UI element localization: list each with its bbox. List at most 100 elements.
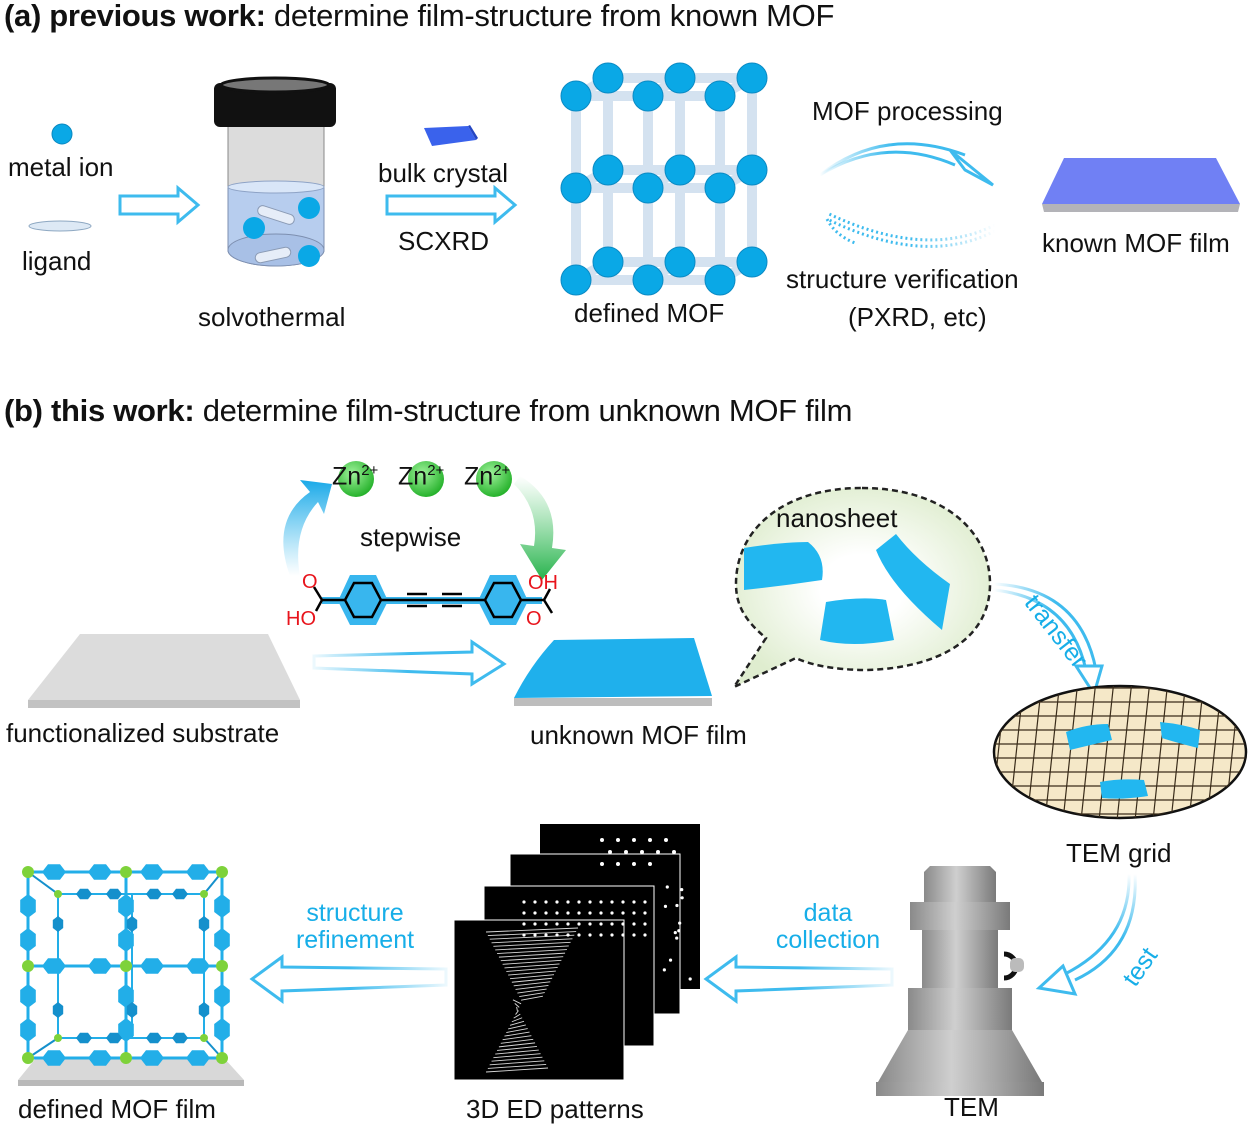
verification-dotted-arrow-icon [823, 211, 996, 248]
ed-spot [544, 911, 548, 915]
unknown-mof-film-icon [514, 638, 712, 706]
carbonyl-o-right: O [526, 608, 542, 630]
zn-symbol: Zn [332, 462, 362, 491]
linker-hexagon [198, 916, 210, 932]
ed-spot [672, 850, 676, 854]
ed-spot [577, 911, 581, 915]
structure-refinement-line-1: structure [306, 899, 404, 927]
mof-processing-label: MOF processing [812, 96, 1003, 126]
ed-streak [506, 967, 558, 972]
ed-streak [487, 1063, 547, 1069]
ed-spot [610, 911, 614, 915]
linker-hexagon [214, 984, 230, 1008]
ed-spot [599, 933, 603, 937]
ed-streak [485, 1067, 549, 1073]
carbonyl-o-left: O [302, 571, 318, 593]
linker-hexagon [140, 958, 164, 974]
ed-spot [544, 933, 548, 937]
lattice-node [704, 172, 736, 204]
zn-node [22, 866, 34, 878]
grid-line [1115, 686, 1133, 818]
lattice-node [632, 264, 664, 296]
structure-refinement-line-2: refinement [295, 926, 415, 954]
grid-line [1097, 686, 1115, 818]
ed-streak [485, 927, 579, 933]
metal-ion-icon [51, 123, 73, 145]
nanosheet-label: nanosheet [776, 503, 898, 533]
ed-spot [640, 850, 644, 854]
ed-streak [495, 1049, 539, 1055]
lattice-node [592, 154, 624, 186]
tem-grid-label: TEM grid [1066, 838, 1172, 868]
ed-spot [522, 900, 526, 904]
ed-streak [504, 963, 560, 969]
ed-streak [493, 1053, 541, 1059]
zn-symbol: Zn [398, 462, 428, 491]
panel-a-heading-text: determine film-structure from known MOF [265, 0, 835, 33]
ed-streak [513, 981, 551, 987]
ed-spot [664, 838, 668, 842]
zn-charge: 2+ [427, 462, 445, 479]
ed-streak [508, 970, 556, 976]
ed-spot [588, 933, 592, 937]
ed-streak [511, 977, 553, 983]
zn-node [22, 1052, 34, 1064]
linker-hexagon [146, 1032, 162, 1044]
ed-spot [588, 922, 592, 926]
lattice-node [736, 246, 768, 278]
ed-streak [491, 1056, 543, 1062]
linker-hexagon [118, 928, 134, 952]
hydroxyl-ho-label: HO [286, 608, 316, 630]
data-collection-line-2: collection [775, 926, 881, 954]
ed-streak [511, 1017, 523, 1023]
zn-charge: 2+ [361, 462, 379, 479]
ed-streak [508, 1024, 526, 1030]
known-mof-film-icon [1042, 158, 1240, 212]
ed-spot [643, 922, 647, 926]
framework-bond [27, 1037, 59, 1059]
ligand-icon [28, 220, 92, 232]
grid-line [1169, 686, 1187, 818]
functionalized-substrate-label: functionalized substrate [6, 718, 280, 748]
ed-spot [555, 900, 559, 904]
ed-spot [577, 922, 581, 926]
ed-streak [515, 1010, 519, 1015]
hydroxyl-oh-label: OH [528, 572, 558, 594]
linker-hexagon [118, 1018, 134, 1042]
ed-spot [621, 933, 625, 937]
lattice-node [632, 172, 664, 204]
ed-spot [599, 922, 603, 926]
lattice-node [560, 172, 592, 204]
linker-hexagon [118, 894, 134, 918]
linker-hexagon [126, 1002, 138, 1018]
linker-hexagon [186, 1050, 210, 1066]
ed-spot [668, 958, 673, 962]
panel-b-heading-text: determine film-structure from unknown MO… [194, 393, 853, 428]
ed-spot [616, 838, 620, 842]
nanosheet-bubble-icon [730, 486, 992, 690]
hollow-arrow-icon [118, 184, 201, 226]
ed-spot [555, 911, 559, 915]
ed-streak [519, 992, 545, 998]
solvothermal-label: solvothermal [198, 302, 346, 332]
linker-hexagon [214, 928, 230, 952]
defined-mof-label: defined MOF [574, 298, 725, 328]
linker-hexagon [52, 1002, 64, 1018]
ed-spot [610, 933, 614, 937]
zn-node [200, 890, 208, 898]
ed-streak [502, 959, 562, 965]
structure-refinement-label: structure refinement [280, 900, 430, 954]
linker-hexagon [20, 984, 36, 1008]
zn-node [216, 960, 228, 972]
tem-label: TEM [944, 1092, 999, 1122]
ed-spot [665, 885, 669, 889]
lattice-node [592, 246, 624, 278]
lattice-node [560, 264, 592, 296]
ed-patterns-icon [453, 824, 700, 1081]
zn-ion-1: Zn2+ [332, 462, 378, 491]
ed-spot [678, 921, 682, 925]
grid-line [1133, 686, 1151, 818]
lattice-node [664, 246, 696, 278]
zn-node [120, 1052, 132, 1064]
ed-spot [621, 911, 625, 915]
